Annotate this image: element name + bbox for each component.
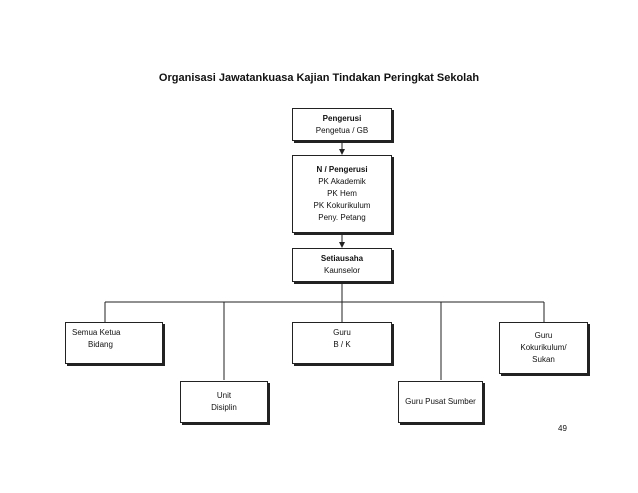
node-guru-kokurikulum-line: Sukan <box>532 355 555 364</box>
node-guru-bk-line: B / K <box>333 340 351 349</box>
node-guru-bk-line: Guru <box>333 328 351 337</box>
node-guru-kokurikulum-line: Guru <box>534 331 553 340</box>
node-setiausaha-member: Kaunselor <box>323 266 361 275</box>
node-pengerusi-heading: Pengerusi <box>322 113 362 123</box>
node-setiausaha-heading: Setiausaha <box>320 254 364 263</box>
node-unit-disiplin: Unit Disiplin <box>180 381 268 423</box>
node-setiausaha: Setiausaha Kaunselor <box>292 248 392 282</box>
node-guru-kokurikulum: Guru Kokurikulum/ Sukan <box>499 322 588 374</box>
node-semua-ketua-line: Semua Ketua <box>72 328 121 337</box>
node-semua-ketua: Semua Ketua Bidang <box>65 322 163 364</box>
node-n-pengerusi: N / Pengerusi PK Akademik PK Hem PK Koku… <box>292 155 392 233</box>
node-n-pengerusi-member: Peny. Petang <box>318 213 366 222</box>
node-n-pengerusi-member: PK Kokurikulum <box>313 201 371 210</box>
node-guru-pusat-sumber: Guru Pusat Sumber <box>398 381 483 423</box>
node-guru-bk: Guru B / K <box>292 322 392 364</box>
diagram-title: Organisasi Jawatankuasa Kajian Tindakan … <box>158 72 480 84</box>
node-n-pengerusi-member: PK Akademik <box>318 177 366 186</box>
node-guru-pusat-sumber-line: Guru Pusat Sumber <box>405 397 476 406</box>
node-pengerusi-member: Pengetua / GB <box>315 125 369 135</box>
node-n-pengerusi-member: PK Hem <box>327 189 357 198</box>
node-n-pengerusi-heading: N / Pengerusi <box>316 165 368 174</box>
node-guru-kokurikulum-line: Kokurikulum/ <box>520 343 567 352</box>
page-number: 49 <box>558 424 567 433</box>
node-unit-disiplin-line: Disiplin <box>211 403 237 412</box>
node-pengerusi: Pengerusi Pengetua / GB <box>292 108 392 141</box>
node-unit-disiplin-line: Unit <box>216 391 232 400</box>
node-semua-ketua-line: Bidang <box>88 340 113 349</box>
